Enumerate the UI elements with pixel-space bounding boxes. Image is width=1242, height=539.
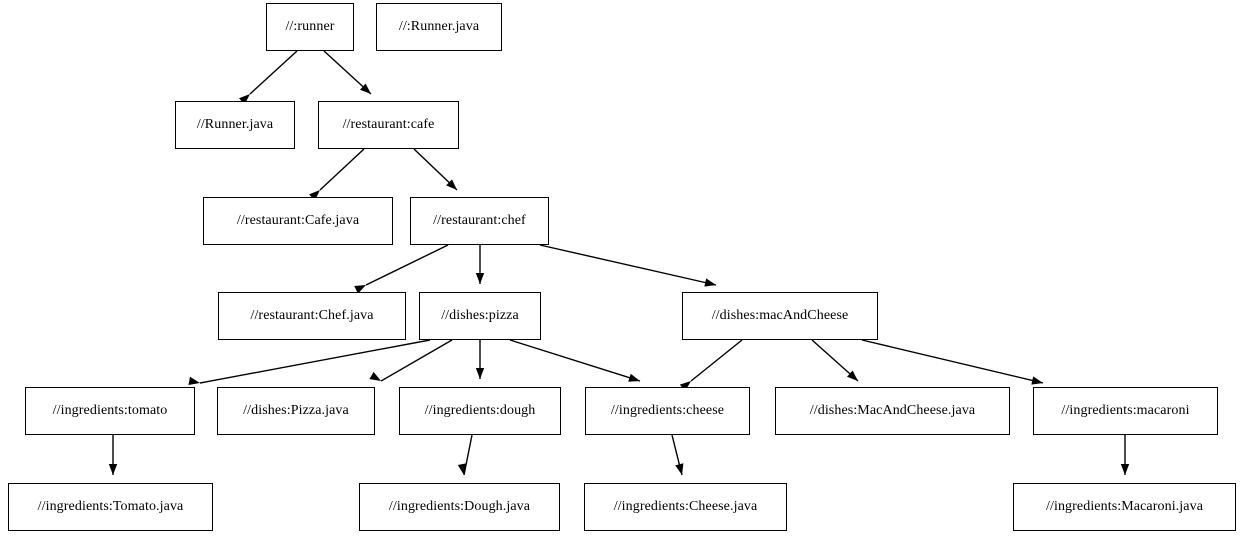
graph-edge-restaurant_chef-to-chef_java — [354, 244, 449, 294]
graph-node-mac_java[interactable]: //dishes:MacAndCheese.java — [775, 387, 1010, 435]
graph-node-chef_java[interactable]: //restaurant:Chef.java — [218, 292, 406, 340]
graph-node-label: //ingredients:tomato — [52, 403, 168, 418]
graph-node-label: //ingredients:cheese — [610, 403, 725, 418]
graph-node-ing_dough[interactable]: //ingredients:dough — [399, 387, 561, 435]
graph-node-label: //restaurant:chef — [433, 213, 526, 228]
graph-node-runner_java_root[interactable]: //:Runner.java — [376, 3, 502, 51]
graph-node-label: //dishes:MacAndCheese.java — [809, 403, 976, 418]
graph-edge-dishes_pizza-to-ing_cheese — [509, 339, 641, 382]
graph-node-ing_tomato[interactable]: //ingredients:tomato — [25, 387, 195, 435]
graph-edge-dishes_mac-to-ing_macaroni — [861, 339, 1044, 385]
graph-node-label: //restaurant:Cafe.java — [236, 213, 360, 228]
graph-node-macaroni_java[interactable]: //ingredients:Macaroni.java — [1013, 483, 1236, 531]
graph-edge-dishes_pizza-to-ing_dough — [475, 340, 485, 379]
graph-edge-ing_macaroni-to-macaroni_java — [1120, 435, 1130, 475]
graph-edge-dishes_mac-to-ing_cheese — [679, 339, 743, 392]
graph-edge-runner-to-runner_java — [239, 50, 298, 105]
graph-node-dishes_mac[interactable]: //dishes:macAndCheese — [682, 292, 878, 340]
graph-node-ing_macaroni[interactable]: //ingredients:macaroni — [1033, 387, 1218, 435]
graph-node-label: //dishes:Pizza.java — [243, 403, 349, 418]
graph-node-ing_cheese[interactable]: //ingredients:cheese — [585, 387, 750, 435]
graph-node-label: //ingredients:Cheese.java — [613, 499, 758, 514]
graph-edge-dishes_mac-to-mac_java — [811, 339, 859, 382]
graph-node-restaurant_cafe[interactable]: //restaurant:cafe — [318, 101, 459, 149]
graph-node-cafe_java[interactable]: //restaurant:Cafe.java — [203, 197, 393, 245]
graph-node-label: //ingredients:dough — [424, 403, 536, 418]
graph-node-label: //restaurant:cafe — [342, 117, 435, 132]
graph-edge-restaurant_chef-to-dishes_mac — [539, 244, 717, 287]
graph-node-label: //ingredients:Dough.java — [388, 499, 531, 514]
graph-node-tomato_java[interactable]: //ingredients:Tomato.java — [8, 483, 213, 531]
graph-node-runner_java[interactable]: //Runner.java — [175, 101, 295, 149]
graph-node-label: //ingredients:macaroni — [1061, 403, 1190, 418]
graph-edge-dishes_pizza-to-ing_tomato — [188, 339, 431, 386]
graph-edge-ing_dough-to-dough_java — [457, 434, 473, 476]
graph-node-dough_java[interactable]: //ingredients:Dough.java — [359, 483, 560, 531]
graph-edge-runner-to-restaurant_cafe — [323, 50, 372, 95]
graph-node-restaurant_chef[interactable]: //restaurant:chef — [410, 197, 549, 245]
graph-node-label: //ingredients:Tomato.java — [37, 499, 184, 514]
graph-edge-dishes_pizza-to-pizza_java — [369, 339, 453, 382]
graph-edge-restaurant_chef-to-dishes_pizza — [475, 245, 485, 284]
graph-node-label: //:Runner.java — [398, 19, 480, 34]
graph-node-label: //restaurant:Chef.java — [250, 308, 374, 323]
graph-node-cheese_java[interactable]: //ingredients:Cheese.java — [584, 483, 787, 531]
graph-node-pizza_java[interactable]: //dishes:Pizza.java — [217, 387, 375, 435]
graph-node-dishes_pizza[interactable]: //dishes:pizza — [419, 292, 541, 340]
graph-edge-ing_tomato-to-tomato_java — [108, 435, 118, 475]
graph-node-label: //ingredients:Macaroni.java — [1045, 499, 1204, 514]
graph-node-label: //Runner.java — [196, 117, 274, 132]
graph-edge-restaurant_cafe-to-cafe_java — [309, 148, 365, 201]
graph-edge-restaurant_cafe-to-restaurant_chef — [413, 148, 458, 191]
graph-node-label: //dishes:pizza — [441, 308, 519, 323]
graph-edge-ing_cheese-to-cheese_java — [671, 434, 684, 476]
graph-node-label: //:runner — [285, 19, 335, 34]
graph-node-runner[interactable]: //:runner — [266, 3, 354, 51]
graph-node-label: //dishes:macAndCheese — [711, 308, 849, 323]
